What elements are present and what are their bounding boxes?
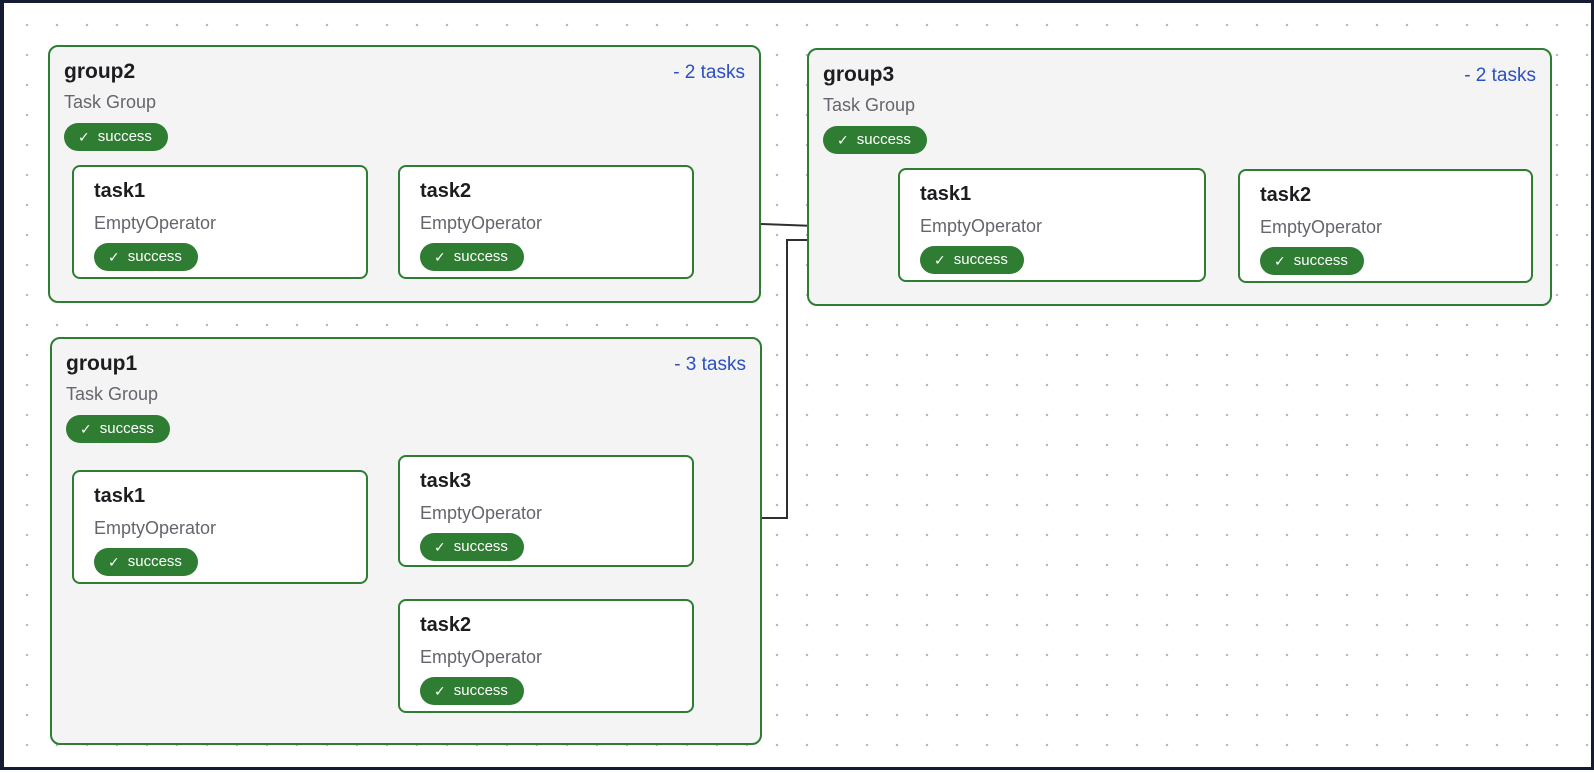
check-icon: ✓ [934,251,946,268]
collapse-group2-button[interactable]: - 2 tasks [673,62,745,83]
group-title: group3 [823,63,895,86]
status-label: success [453,248,508,265]
task-status-badge: ✓ success [1260,247,1364,275]
task-group2-task1[interactable]: task1 EmptyOperator ✓ success [72,165,368,279]
group-status-badge: ✓ success [66,415,170,443]
group-status-badge: ✓ success [64,123,168,151]
status-label: success [97,128,152,145]
task-group-group3[interactable]: group3 Task Group - 2 tasks ✓ success ta… [807,48,1552,306]
task-operator: EmptyOperator [420,213,543,233]
task-operator: EmptyOperator [94,213,217,233]
status-label: success [99,420,154,437]
task-operator: EmptyOperator [1260,217,1383,237]
check-icon: ✓ [434,538,446,555]
task-title: task2 [420,614,472,636]
group-subtitle: Task Group [64,92,157,112]
task-group-group2[interactable]: group2 Task Group - 2 tasks ✓ success ta… [48,45,761,303]
task-title: task1 [94,485,146,507]
group-subtitle: Task Group [823,95,916,115]
task-group3-task1[interactable]: task1 EmptyOperator ✓ success [898,168,1206,282]
task-operator: EmptyOperator [920,216,1043,236]
task-status-badge: ✓ success [420,243,524,271]
task-status-badge: ✓ success [94,548,198,576]
task-operator: EmptyOperator [420,503,543,523]
collapse-group1-button[interactable]: - 3 tasks [674,354,746,375]
task-title: task2 [1260,184,1312,206]
check-icon: ✓ [108,553,120,570]
status-label: success [127,248,182,265]
check-icon: ✓ [434,682,446,699]
task-group1-task2[interactable]: task2 EmptyOperator ✓ success [398,599,694,713]
task-operator: EmptyOperator [94,518,217,538]
check-icon: ✓ [837,131,849,148]
task-group-group1[interactable]: group1 Task Group - 3 tasks ✓ success ta… [50,337,762,745]
status-label: success [127,553,182,570]
task-operator: EmptyOperator [420,647,543,667]
group-subtitle: Task Group [66,384,159,404]
check-icon: ✓ [1274,252,1286,269]
task-title: task1 [920,183,972,205]
task-group3-task2[interactable]: task2 EmptyOperator ✓ success [1238,169,1533,283]
task-group1-task3[interactable]: task3 EmptyOperator ✓ success [398,455,694,567]
group-status-badge: ✓ success [823,126,927,154]
task-title: task3 [420,470,472,492]
status-label: success [1293,252,1348,269]
status-label: success [953,251,1008,268]
status-label: success [453,682,508,699]
task-status-badge: ✓ success [420,677,524,705]
task-title: task2 [420,180,472,202]
group-title: group1 [66,352,138,375]
check-icon: ✓ [80,420,92,437]
check-icon: ✓ [78,128,90,145]
task-title: task1 [94,180,146,202]
status-label: success [856,131,911,148]
group-title: group2 [64,60,136,83]
status-label: success [453,538,508,555]
task-status-badge: ✓ success [94,243,198,271]
check-icon: ✓ [434,248,446,265]
collapse-group3-button[interactable]: - 2 tasks [1464,65,1536,86]
check-icon: ✓ [108,248,120,265]
task-group1-task1[interactable]: task1 EmptyOperator ✓ success [72,470,368,584]
task-status-badge: ✓ success [420,533,524,561]
task-status-badge: ✓ success [920,246,1024,274]
task-group2-task2[interactable]: task2 EmptyOperator ✓ success [398,165,694,279]
